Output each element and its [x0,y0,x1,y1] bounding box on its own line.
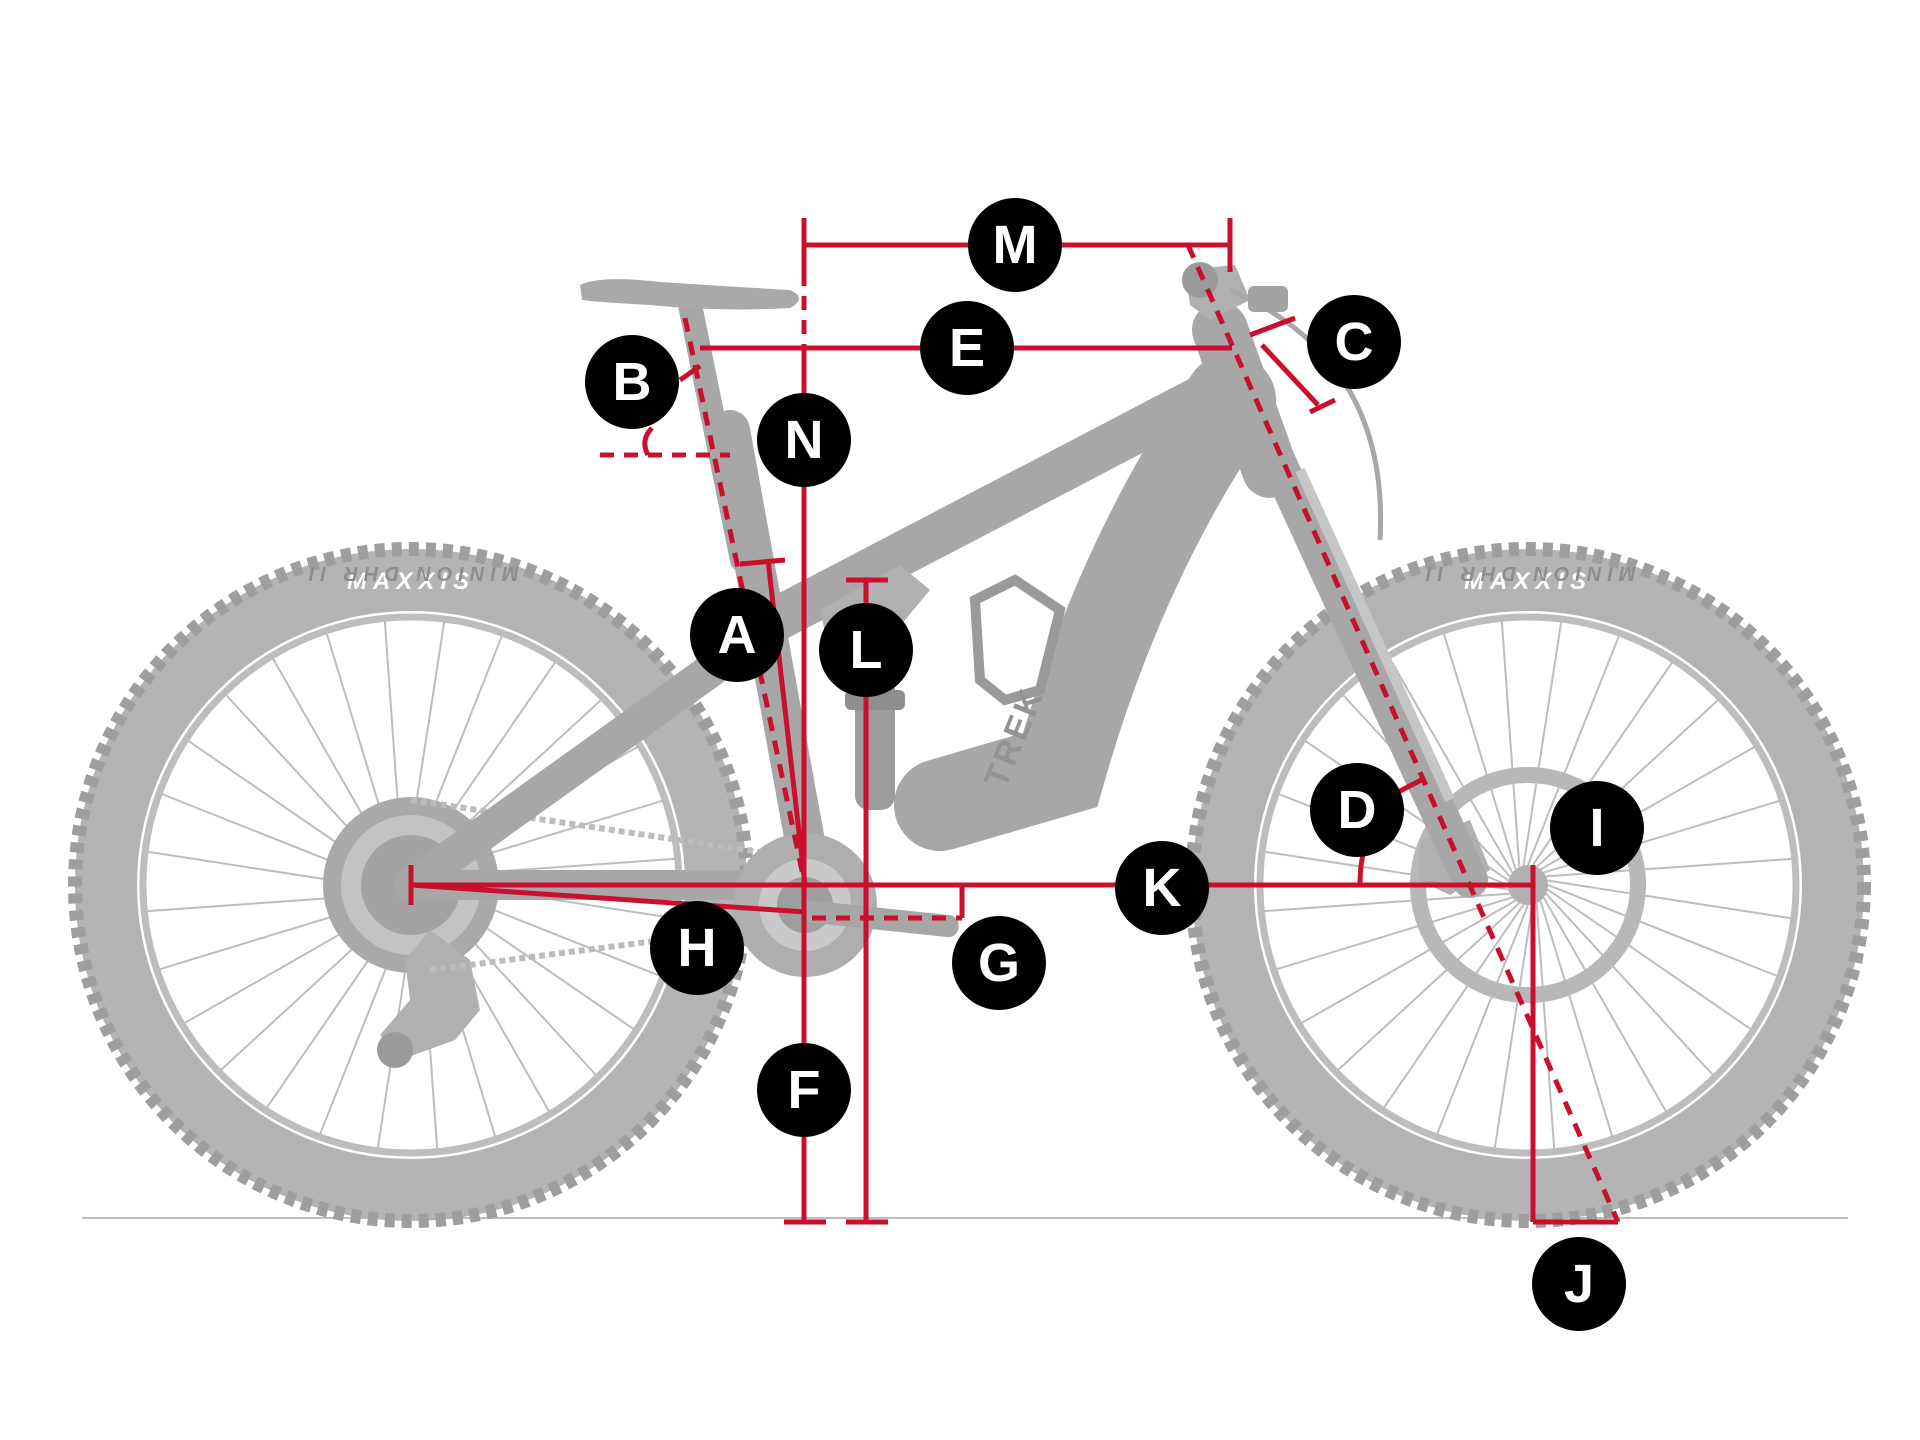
badge-g: G [952,916,1046,1010]
spoke [1389,658,1514,874]
badge-a-label: A [718,605,757,665]
measure-cap-a [739,557,786,567]
badge-g-label: G [978,933,1020,993]
bottle-cage [969,574,1066,706]
badge-d-circle [1310,763,1404,857]
measurement-lines [408,218,1621,1225]
spoke [1522,621,1563,866]
measure-cap-c-top [1249,315,1296,338]
measure-tick-b [678,363,702,383]
badge-c-label: C [1335,312,1374,372]
badge-a-circle [690,588,784,682]
badge-j: J [1532,1237,1626,1331]
badge-k: K [1115,841,1209,935]
badge-i: I [1550,781,1644,875]
fork-leg [1250,422,1488,898]
badge-n-label: N [785,410,824,470]
spoke [1383,903,1525,1109]
spoke [1547,884,1778,977]
crank-arm [799,900,959,938]
badge-g-circle [952,916,1046,1010]
spoke [1527,635,1620,866]
badge-i-circle [1550,781,1644,875]
spoke [1546,888,1752,1030]
spoke [1539,900,1614,1137]
spoke [1301,899,1517,1024]
badge-m: M [968,198,1062,292]
badge-e-circle [920,301,1014,395]
badge-h-circle [650,901,744,995]
seat-stay [394,618,777,902]
spoke [1547,879,1792,920]
badge-c-circle [1307,295,1401,389]
badge-n: N [757,393,851,487]
saddle [580,279,799,310]
measure-cap-c-bottom [1308,397,1337,415]
spoke [1542,896,1667,1112]
down-tube [894,354,1276,851]
measure-line-h [410,882,806,915]
badge-b-circle [585,335,679,429]
measure-line-c [1260,343,1320,407]
seat-post [678,293,754,572]
measure-line-steering-axis [1185,243,1621,1224]
rear-tire-model: MINION DHR II [303,562,519,584]
badge-d-label: D [1338,780,1377,840]
badge-j-circle [1532,1237,1626,1331]
badge-m-circle [968,198,1062,292]
badge-l-label: L [850,620,883,680]
rear-derailleur [380,930,480,1060]
badge-k-label: K [1143,858,1182,918]
spoke [1493,904,1534,1149]
front-tire-model: MINION DHR II [1420,562,1636,584]
badge-f: F [757,1043,851,1137]
badge-i-label: I [1589,798,1604,858]
badge-f-circle [757,1043,851,1137]
badge-l: L [819,603,913,697]
rear-tire-brand: MAXXIS [347,568,475,595]
spoke [1500,621,1521,868]
badge-m-label: M [993,215,1038,275]
badge-d: D [1310,763,1404,857]
badge-h: H [650,901,744,995]
badge-c: C [1307,295,1401,389]
badge-a: A [690,588,784,682]
badge-h-label: H [678,918,717,978]
badge-k-circle [1115,841,1209,935]
spoke [1535,902,1556,1149]
spoke [1276,896,1513,971]
badge-l-circle [819,603,913,697]
badge-n-circle [757,393,851,487]
badge-f-label: F [788,1060,821,1120]
badge-j-label: J [1564,1254,1594,1314]
badge-b: B [585,335,679,429]
spoke [1442,633,1517,870]
jockey-wheel [377,1032,413,1068]
badge-e: E [920,301,1014,395]
front-tire-brand: MAXXIS [1464,568,1592,595]
measure-tick-d [1396,775,1427,795]
spoke [1436,904,1529,1135]
measure-arc-b [642,426,654,457]
badge-e-label: E [949,318,985,378]
fork-stanchion [1295,467,1455,803]
brake-lever [1248,286,1288,312]
spoke [1545,893,1714,1076]
badge-b-label: B [613,352,652,412]
